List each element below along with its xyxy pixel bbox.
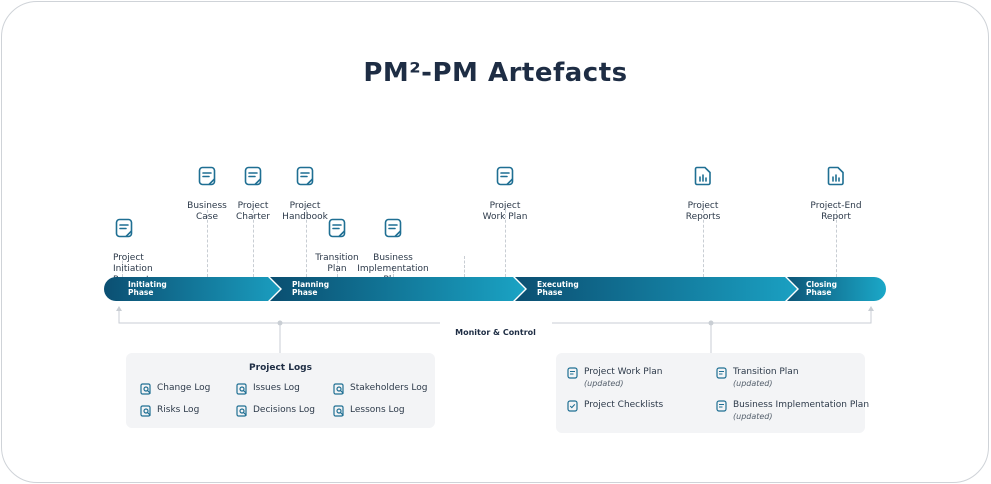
report-chart-icon <box>694 166 711 186</box>
artefact-project-charter: Project Charter <box>223 155 283 223</box>
connector-transition-plan <box>337 256 338 277</box>
artefact-label: Project Handbook <box>282 201 328 222</box>
connector-business-case <box>207 205 208 277</box>
updated-note: (updated) <box>733 412 773 421</box>
phase-segment-planning <box>270 277 525 301</box>
project-logs-title: Project Logs <box>249 363 312 373</box>
connector-extra <box>464 256 465 277</box>
artefact-label: Business Case <box>187 201 227 222</box>
artefact-business-case: Business Case <box>177 155 237 223</box>
log-search-icon <box>140 383 151 395</box>
connector-project-end-report <box>836 205 837 277</box>
artefact-label: Project Reports <box>685 201 721 222</box>
log-label: Risks Log <box>157 405 200 415</box>
document-icon <box>115 218 133 238</box>
connector-project-reports <box>703 205 704 277</box>
updated-label: Project Work Plan <box>584 367 663 377</box>
connector-business-implementation <box>393 266 394 277</box>
phase-label-planning: Planning Phase <box>292 280 330 297</box>
phase-segment-initiating <box>104 277 280 301</box>
log-label: Stakeholders Log <box>350 383 428 393</box>
artefact-label: Project Work Plan <box>482 201 528 222</box>
updated-note: (updated) <box>584 379 624 388</box>
artefact-project-handbook: Project Handbook <box>275 155 335 223</box>
log-search-icon <box>236 405 247 417</box>
log-search-icon <box>236 383 247 395</box>
phase-label-closing: Closing Phase <box>806 280 837 297</box>
monitor-control-bracket <box>118 308 872 353</box>
log-label: Lessons Log <box>350 405 405 415</box>
artefact-project-reports: Project Reports <box>673 155 733 223</box>
document-icon <box>384 218 402 238</box>
phase-segment-executing <box>515 277 797 301</box>
bracket-markers <box>116 306 874 326</box>
phase-label-executing: Executing Phase <box>537 280 579 297</box>
log-search-icon <box>333 405 344 417</box>
log-label: Change Log <box>157 383 211 393</box>
document-icon <box>496 166 514 186</box>
artefact-label: Transition Plan <box>315 253 359 274</box>
document-icon <box>296 166 314 186</box>
connector-initiation-request <box>122 256 123 277</box>
artefact-project-end-report: Project-End Report <box>801 155 871 223</box>
updated-artefacts-panel: Project Work Plan (updated) Transition P… <box>556 353 869 433</box>
connector-project-charter <box>253 205 254 277</box>
artefact-label: Project-End Report <box>810 201 862 222</box>
phase-segment-closing <box>787 277 886 301</box>
log-label: Issues Log <box>253 383 300 393</box>
document-icon <box>567 367 578 379</box>
updated-label: Transition Plan <box>733 367 799 377</box>
log-label: Decisions Log <box>253 405 315 415</box>
artefact-transition-plan: Transition Plan <box>307 207 367 275</box>
document-icon <box>244 166 262 186</box>
artefact-label: Project Charter <box>236 201 270 222</box>
updated-label: Project Checklists <box>584 400 664 410</box>
updated-note: (updated) <box>733 379 773 388</box>
phase-label-initiating: Initiating Phase <box>128 280 167 297</box>
page-title: PM²-PM Artefacts <box>363 58 628 88</box>
log-search-icon <box>140 405 151 417</box>
artefact-project-work-plan: Project Work Plan <box>475 155 535 223</box>
log-search-icon <box>333 383 344 395</box>
document-icon <box>328 218 346 238</box>
document-icon <box>198 166 216 186</box>
connector-project-handbook <box>306 205 307 277</box>
monitor-control-label: Monitor & Control <box>455 328 536 337</box>
report-chart-icon <box>827 166 844 186</box>
updated-label: Business Implementation Plan <box>733 400 870 410</box>
document-icon <box>716 400 727 412</box>
project-logs-panel: Project Logs Change Log Issues Log Stake… <box>126 353 435 428</box>
document-icon <box>716 367 727 379</box>
connector-project-work-plan <box>505 205 506 277</box>
checklist-icon <box>567 400 578 412</box>
